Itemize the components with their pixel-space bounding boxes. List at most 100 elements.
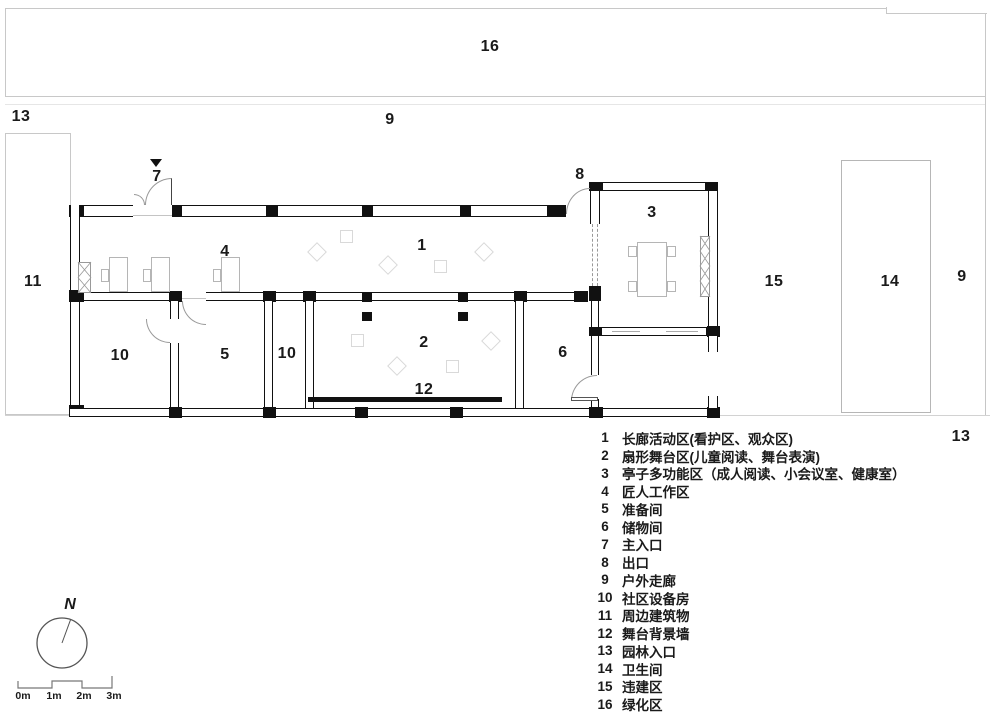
legend-label: 主入口 — [622, 538, 663, 554]
site-right-boundary — [985, 97, 986, 415]
legend-num: 12 — [597, 625, 613, 641]
pavilion-window-line — [612, 331, 640, 332]
decor-diamond — [387, 356, 407, 376]
legend-row: 7 主入口 — [596, 536, 906, 554]
zone-label-equipment-left: 10 — [110, 347, 130, 364]
legend-label: 舞台背景墙 — [622, 627, 690, 643]
column — [362, 205, 373, 217]
wall-room10s-room2 — [305, 301, 314, 408]
legend-row: 15 违建区 — [596, 678, 906, 696]
chair — [213, 269, 221, 282]
hatched-column — [77, 261, 92, 294]
decor-diamond — [481, 331, 501, 351]
legend-label: 长廊活动区(看护区、观众区) — [622, 431, 793, 447]
column — [589, 407, 603, 418]
column — [705, 182, 718, 191]
legend-num: 13 — [597, 643, 613, 659]
column — [589, 286, 601, 301]
scale-label-1m: 1m — [46, 690, 62, 702]
legend-label: 违建区 — [622, 680, 663, 696]
legend-num: 14 — [597, 661, 613, 677]
legend-num: 4 — [601, 483, 609, 499]
legend-num: 3 — [601, 465, 609, 481]
legend-label: 园林入口 — [622, 644, 676, 660]
storage-door-leaf — [571, 397, 598, 401]
zone-label-exit: 8 — [575, 166, 585, 183]
zone-label-stage: 2 — [419, 334, 429, 351]
wall-bottom — [70, 408, 718, 417]
legend-num: 7 — [601, 536, 609, 552]
column — [263, 407, 276, 418]
legend-label: 周边建筑物 — [622, 609, 690, 625]
zone-label-stage-wall: 12 — [414, 381, 434, 398]
main-entrance-threshold — [133, 215, 172, 216]
legend-label: 扇形舞台区(儿童阅读、舞台表演) — [622, 449, 820, 465]
zone-label-main-entrance: 7 — [152, 168, 162, 185]
column — [574, 291, 588, 302]
zone-label-corridor-activity: 1 — [417, 237, 427, 254]
pavilion-wall-left — [590, 191, 600, 224]
zone-label-garden-entrance-bottom: 13 — [951, 428, 971, 445]
legend-label: 社区设备房 — [622, 591, 690, 607]
legend-num: 6 — [601, 519, 609, 535]
legend-num: 10 — [597, 590, 613, 606]
wall-top — [70, 205, 566, 217]
meeting-table — [637, 242, 667, 297]
column — [303, 291, 316, 302]
main-entrance-door-arc-small — [134, 194, 145, 205]
prep-room-door-arc — [182, 301, 206, 325]
zone-label-storage: 6 — [558, 344, 568, 361]
chair — [667, 246, 676, 257]
wall-room2-room6 — [515, 301, 524, 408]
chair — [143, 269, 151, 282]
legend-label: 户外走廊 — [622, 573, 676, 589]
pavilion-window-dashed — [592, 224, 598, 286]
north-label: N — [64, 596, 76, 613]
pavilion-wall-bottom — [590, 327, 718, 336]
column — [169, 291, 182, 302]
legend-label: 匠人工作区 — [622, 485, 690, 501]
desk — [151, 257, 170, 292]
legend-num: 15 — [597, 678, 613, 694]
wall-mid — [70, 292, 588, 301]
pavilion-wall-top — [590, 182, 718, 191]
legend-num: 8 — [601, 554, 609, 570]
compass-icon — [36, 617, 88, 669]
zone-label-surrounding-building: 11 — [24, 273, 42, 290]
zone-label-greening: 16 — [480, 38, 500, 55]
greening-area-notch — [886, 7, 987, 14]
wall-room5-room10s — [264, 301, 273, 408]
scale-label-0m: 0m — [15, 690, 31, 702]
column — [69, 291, 84, 302]
legend-label: 储物间 — [622, 520, 663, 536]
chair — [667, 281, 676, 292]
decor-diamond — [378, 255, 398, 275]
decor-square — [351, 334, 364, 347]
column — [169, 407, 182, 418]
zone-label-toilet: 14 — [880, 273, 900, 290]
zone-label-garden-entrance-top: 13 — [11, 108, 31, 125]
legend-num: 11 — [597, 607, 613, 623]
entrance-marker-triangle — [150, 159, 162, 167]
surrounding-building-11-outline — [5, 133, 71, 415]
toilet-14-outline — [841, 160, 931, 413]
column — [547, 205, 566, 217]
decor-square — [340, 230, 353, 243]
pavilion-window-line — [666, 331, 698, 332]
wall-room6-right — [591, 301, 599, 375]
prep-room-threshold — [182, 298, 206, 299]
stage-back-wall — [308, 397, 502, 402]
main-entrance-opening — [133, 203, 172, 219]
greening-area-16-outline — [5, 8, 986, 97]
courtyard-wall-stub — [708, 396, 718, 408]
desk — [109, 257, 128, 292]
decor-diamond — [307, 242, 327, 262]
column — [707, 407, 720, 418]
room10-door-opening — [168, 319, 181, 343]
